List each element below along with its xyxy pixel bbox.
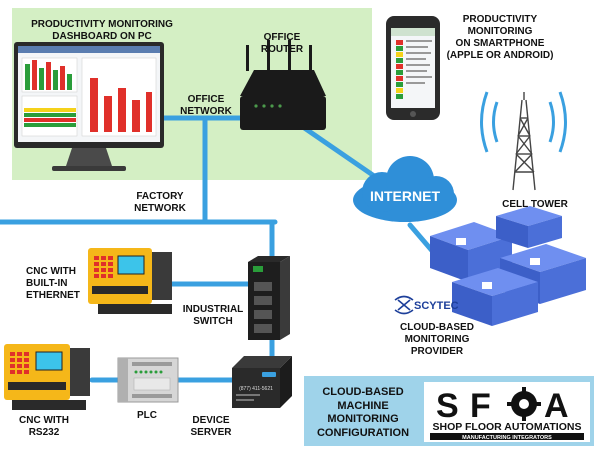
- cell-tower-icon: [512, 92, 536, 191]
- cubicle-front: [452, 268, 538, 326]
- device-server-phone: (877) 411-5621: [239, 386, 273, 392]
- cloud-icon: [353, 156, 457, 222]
- svg-text:F: F: [470, 387, 491, 425]
- scytec-brand-label: SCYTEC: [414, 300, 459, 312]
- sfa-tagline: MANUFACTURING INTEGRATORS: [462, 435, 552, 441]
- sfa-name: SHOP FLOOR AUTOMATIONS: [433, 421, 582, 433]
- monitor-icon: [14, 42, 164, 171]
- cnc-machine-icon: [4, 344, 90, 410]
- device-server-icon: [232, 356, 292, 408]
- cell-tower-signal: [480, 91, 567, 153]
- cell-tower-label: CELL TOWER: [502, 199, 568, 210]
- cnc-machine-icon: [88, 248, 172, 314]
- internet-label: INTERNET: [370, 188, 440, 204]
- sfa-logo-icon: S F A SHOP FLOOR AUTOMATIONS MANUFACTURI…: [424, 382, 590, 442]
- cubicle-rear-right: [496, 206, 562, 248]
- smartphone-icon: [386, 16, 440, 120]
- gear-icon: [507, 387, 541, 421]
- network-lines: [0, 115, 443, 383]
- plc-icon: [117, 357, 179, 403]
- scytec-logo-icon: [394, 295, 414, 315]
- svg-text:S: S: [436, 387, 459, 425]
- router-internet-line: [297, 122, 383, 183]
- svg-text:A: A: [544, 387, 569, 425]
- router-icon: [240, 40, 326, 130]
- plc-label: PLC: [137, 410, 157, 421]
- industrial-switch-icon: [248, 256, 290, 340]
- office-cubicles-icon: [430, 206, 586, 326]
